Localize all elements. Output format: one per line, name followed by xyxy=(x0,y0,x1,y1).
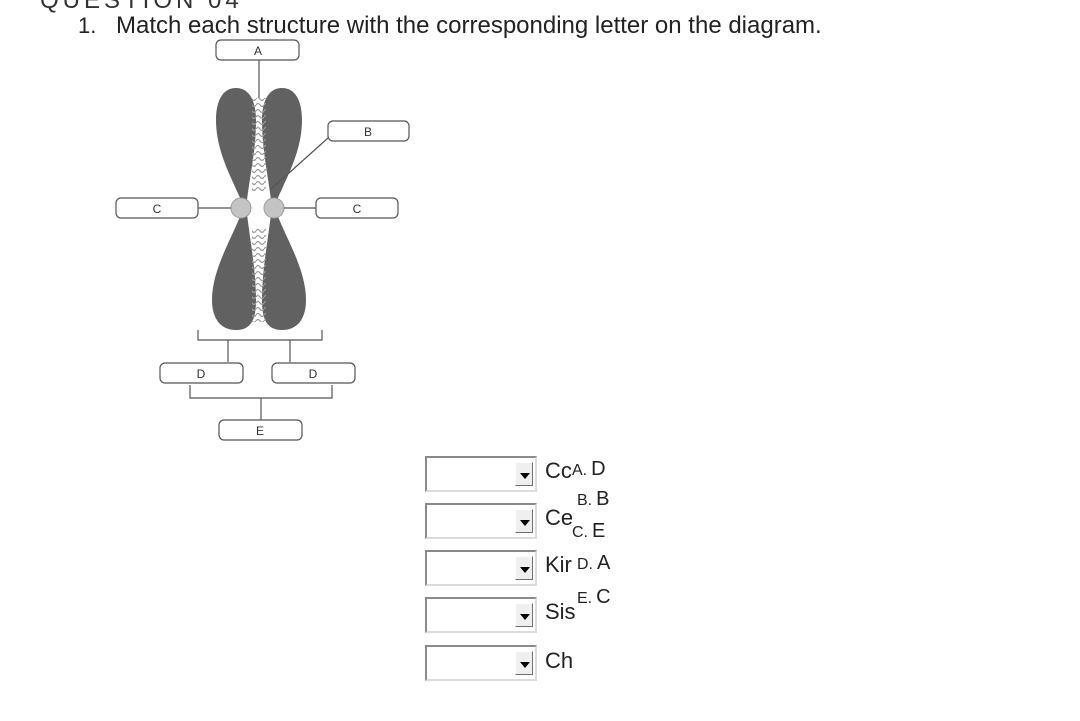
chevron-down-icon[interactable] xyxy=(515,603,533,627)
match-select-1[interactable] xyxy=(425,456,537,492)
answer-option: C.E xyxy=(572,520,606,542)
match-item-label: Kir xyxy=(545,552,572,577)
label-c-right: C xyxy=(353,202,362,216)
label-box-c-right xyxy=(315,197,399,219)
label-box-e xyxy=(218,419,303,441)
label-box-b xyxy=(327,120,410,142)
label-a: A xyxy=(254,44,262,58)
question-text: Match each structure with the correspond… xyxy=(116,12,822,39)
dna-coil-lower xyxy=(252,228,266,322)
match-item-label: Cc xyxy=(545,458,572,483)
section-title-cut: QUESTION 04 xyxy=(40,0,243,14)
question-number: 1. xyxy=(78,13,97,38)
label-box-a xyxy=(215,39,300,61)
chevron-down-icon[interactable] xyxy=(515,462,533,486)
centromere-right xyxy=(263,197,285,219)
label-box-d-right xyxy=(271,362,356,384)
match-select-3[interactable] xyxy=(425,550,537,586)
chromosome xyxy=(212,88,306,330)
label-e: E xyxy=(256,424,264,438)
centromere-left xyxy=(230,197,252,219)
match-item-label: Ch xyxy=(545,648,574,673)
chevron-down-icon[interactable] xyxy=(515,509,533,533)
label-d-left: D xyxy=(197,367,206,381)
match-item-label: Sis xyxy=(545,599,576,624)
label-d-right: D xyxy=(309,367,318,381)
label-box-c-left xyxy=(115,197,199,219)
answer-option: D.A xyxy=(577,552,611,574)
chevron-down-icon[interactable] xyxy=(515,651,533,675)
match-select-5[interactable] xyxy=(425,645,537,681)
match-select-2[interactable] xyxy=(425,503,537,539)
dna-coil-upper xyxy=(252,98,266,192)
answer-option: B.B xyxy=(577,488,610,510)
leader-lines xyxy=(189,60,333,420)
label-b: B xyxy=(364,125,372,139)
answer-option: E.C xyxy=(577,586,611,608)
match-select-4[interactable] xyxy=(425,597,537,633)
right-chromatid xyxy=(262,88,306,330)
question-prompt: 1. Match each structure with the correspo… xyxy=(78,12,822,40)
label-box-d-left xyxy=(159,362,244,384)
answer-option: A.D xyxy=(572,458,606,480)
label-c-left: C xyxy=(153,202,162,216)
chevron-down-icon[interactable] xyxy=(515,556,533,580)
match-item-label: Ce xyxy=(545,505,574,530)
left-chromatid xyxy=(212,88,256,330)
